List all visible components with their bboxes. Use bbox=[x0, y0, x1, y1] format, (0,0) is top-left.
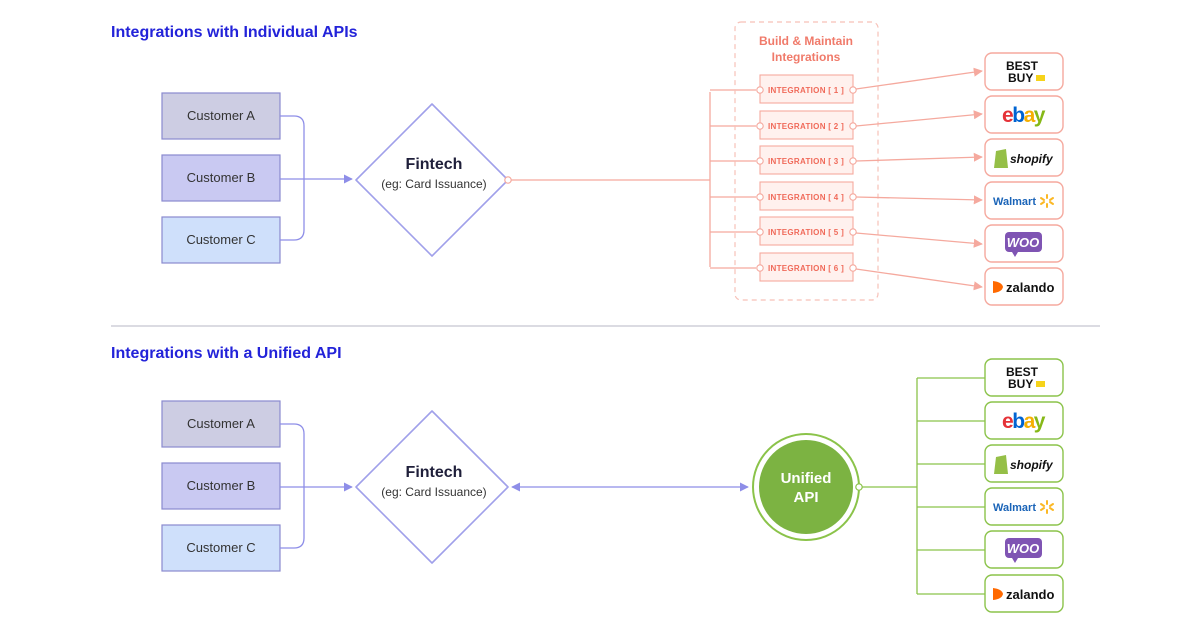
integration-label: INTEGRATION [ 2 ] bbox=[768, 122, 844, 131]
woo-logo: WOO bbox=[1005, 538, 1042, 563]
customer-a-label: Customer A bbox=[187, 108, 255, 123]
ebay-logo-text: ebay bbox=[1002, 410, 1046, 433]
bottom-section-title: Integrations with a Unified API bbox=[111, 345, 342, 362]
top-fintech-diamond: Fintech (eg: Card Issuance) bbox=[355, 103, 512, 257]
integration-label: INTEGRATION [ 1 ] bbox=[768, 86, 844, 95]
bestbuy-logo: BEST BUY bbox=[1006, 59, 1045, 85]
bestbuy-logo-line2: BUY bbox=[1008, 377, 1033, 391]
shopify-logo-text: shopify bbox=[1010, 152, 1054, 166]
integration-label: INTEGRATION [ 5 ] bbox=[768, 228, 844, 237]
unified-api-node: Unified API bbox=[752, 433, 863, 541]
bestbuy-logo-line2: BUY bbox=[1008, 71, 1033, 85]
zalando-logo: zalando bbox=[993, 280, 1054, 295]
zalando-logo: zalando bbox=[993, 587, 1054, 602]
walmart-logo: Walmart bbox=[993, 500, 1054, 514]
top-integration-connectors bbox=[511, 89, 756, 269]
bottom-brand-connectors bbox=[862, 377, 985, 595]
customer-c-box bbox=[161, 524, 281, 572]
bottom-customer-connectors bbox=[280, 423, 353, 549]
integration-item: INTEGRATION [ 4 ] bbox=[756, 181, 857, 211]
brand-box-zalando bbox=[984, 267, 1064, 306]
bestbuy-logo: BEST BUY bbox=[1006, 365, 1045, 391]
walmart-spark-icon bbox=[1040, 194, 1054, 208]
bestbuy-tag-icon bbox=[1036, 381, 1045, 387]
customer-b-box bbox=[161, 462, 281, 510]
ebay-logo: ebay bbox=[1002, 410, 1047, 433]
ebay-logo-text: ebay bbox=[1002, 104, 1046, 127]
bottom-brand-list: BEST BUY ebay shopify Walmart bbox=[984, 358, 1064, 613]
woo-logo-text: WOO bbox=[1007, 541, 1040, 556]
integration-label: INTEGRATION [ 4 ] bbox=[768, 193, 844, 202]
customer-a-box bbox=[161, 92, 281, 140]
walmart-spark-icon bbox=[1040, 500, 1054, 514]
build-label-line1: Build & Maintain bbox=[759, 34, 853, 48]
woo-bubble-icon bbox=[1005, 232, 1042, 252]
zalando-logo-text: zalando bbox=[1006, 280, 1054, 295]
bottom-fintech-subtitle: (eg: Card Issuance) bbox=[381, 485, 486, 499]
unified-label-line2: API bbox=[793, 489, 818, 506]
shopify-bag-icon bbox=[994, 149, 1008, 168]
bottom-fintech-title: Fintech bbox=[406, 464, 463, 481]
integration-label: INTEGRATION [ 3 ] bbox=[768, 157, 844, 166]
brand-box-walmart bbox=[984, 487, 1064, 526]
brand-box-zalando bbox=[984, 574, 1064, 613]
build-label-line2: Integrations bbox=[772, 50, 841, 64]
walmart-logo-text: Walmart bbox=[993, 502, 1036, 514]
customer-b-label: Customer B bbox=[187, 478, 256, 493]
bestbuy-tag-icon bbox=[1036, 75, 1045, 81]
shopify-logo: shopify bbox=[994, 455, 1054, 474]
top-fintech-subtitle: (eg: Card Issuance) bbox=[381, 177, 486, 191]
bestbuy-logo-line1: BEST bbox=[1006, 59, 1039, 73]
customer-b-box bbox=[161, 154, 281, 202]
customer-a-label: Customer A bbox=[187, 416, 255, 431]
customer-c-label: Customer C bbox=[186, 232, 255, 247]
top-brand-arrows bbox=[855, 67, 983, 291]
top-fintech-title: Fintech bbox=[406, 156, 463, 173]
woo-bubble-icon bbox=[1005, 538, 1042, 558]
zalando-logo-text: zalando bbox=[1006, 587, 1054, 602]
integration-item: INTEGRATION [ 5 ] bbox=[756, 216, 857, 246]
shopify-logo-text: shopify bbox=[1010, 458, 1054, 472]
integration-item: INTEGRATION [ 3 ] bbox=[756, 145, 857, 175]
walmart-logo-text: Walmart bbox=[993, 196, 1036, 208]
unified-label-line1: Unified bbox=[781, 470, 832, 487]
bottom-fintech-diamond: Fintech (eg: Card Issuance) bbox=[355, 410, 509, 564]
ebay-logo: ebay bbox=[1002, 104, 1047, 127]
woo-tail bbox=[1012, 558, 1018, 563]
top-customer-connectors bbox=[280, 115, 353, 241]
top-brand-list: BEST BUY ebay shopify Walmart bbox=[984, 52, 1064, 306]
woo-tail bbox=[1012, 252, 1018, 257]
top-section-title: Integrations with Individual APIs bbox=[111, 24, 358, 41]
bottom-customers: Customer A Customer B Customer C bbox=[161, 400, 281, 572]
build-maintain-box bbox=[734, 21, 879, 301]
walmart-logo: Walmart bbox=[993, 194, 1054, 208]
customer-b-label: Customer B bbox=[187, 170, 256, 185]
integration-label: INTEGRATION [ 6 ] bbox=[768, 264, 844, 273]
brand-box-walmart bbox=[984, 181, 1064, 220]
top-customers: Customer A Customer B Customer C bbox=[161, 92, 281, 264]
zalando-flag-icon bbox=[993, 281, 1003, 293]
brand-box-ebay bbox=[984, 401, 1064, 440]
customer-c-box bbox=[161, 216, 281, 264]
woo-logo: WOO bbox=[1005, 232, 1042, 257]
customer-c-label: Customer C bbox=[186, 540, 255, 555]
shopify-logo: shopify bbox=[994, 149, 1054, 168]
integration-item: INTEGRATION [ 1 ] bbox=[756, 74, 857, 104]
brand-box-ebay bbox=[984, 95, 1064, 134]
woo-logo-text: WOO bbox=[1007, 235, 1040, 250]
zalando-flag-icon bbox=[993, 588, 1003, 600]
customer-a-box bbox=[161, 400, 281, 448]
integration-item: INTEGRATION [ 2 ] bbox=[756, 110, 857, 140]
integration-item: INTEGRATION [ 6 ] bbox=[756, 252, 857, 282]
integration-list: INTEGRATION [ 1 ] INTEGRATION [ 2 ] INTE… bbox=[756, 74, 857, 282]
shopify-bag-icon bbox=[994, 455, 1008, 474]
bestbuy-logo-line1: BEST bbox=[1006, 365, 1039, 379]
